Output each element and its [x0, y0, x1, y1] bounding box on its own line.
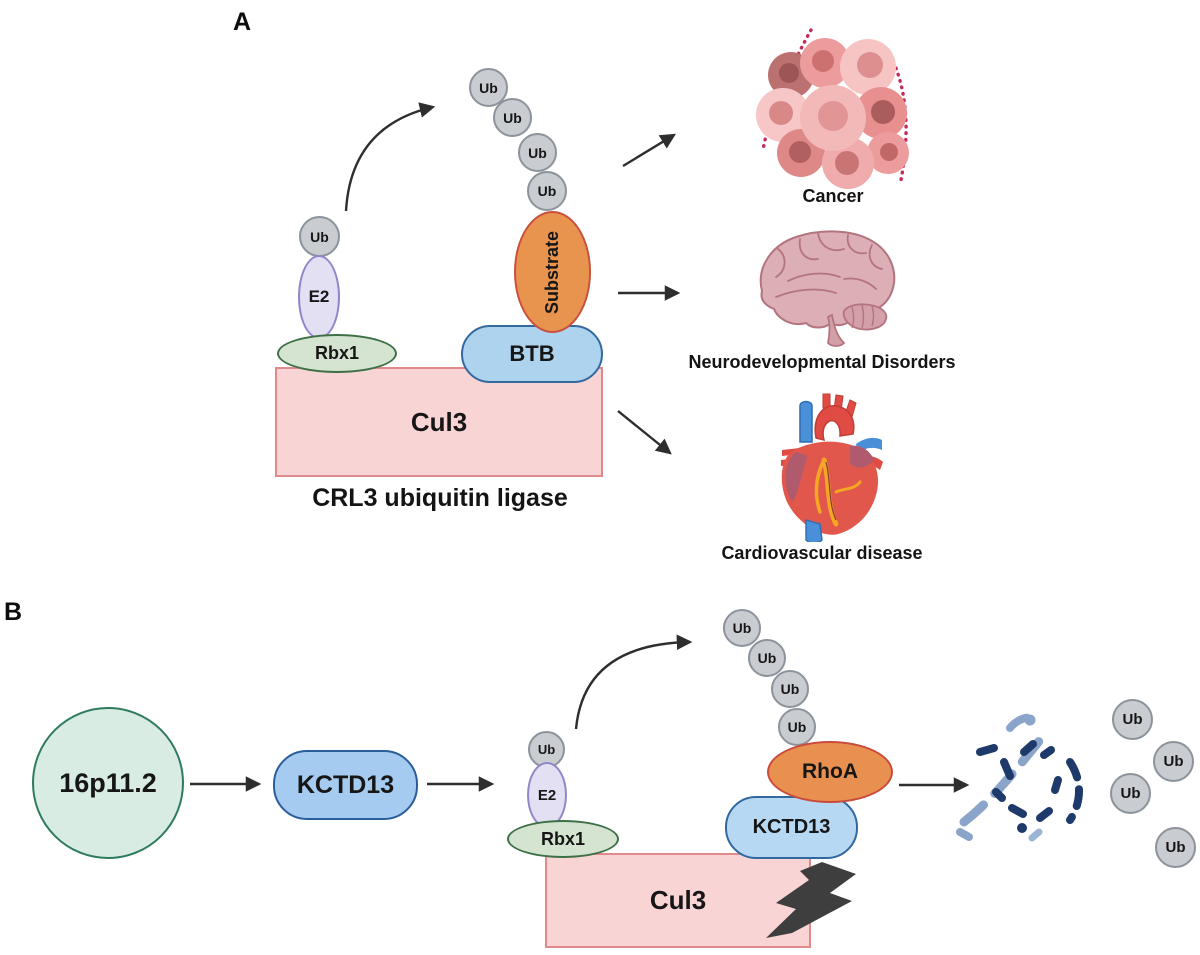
cancer-cells-illustration: [756, 28, 909, 189]
panel-b-label: B: [4, 598, 23, 626]
e2-enzyme-a: E2: [298, 255, 340, 339]
substrate-ellipse: Substrate: [514, 211, 591, 333]
cul3-box: Cul3: [275, 367, 603, 477]
lightning-bolt-icon: [766, 862, 856, 938]
crl3-complex-caption: CRL3 ubiquitin ligase: [312, 484, 568, 512]
cardiovascular-disease-label: Cardiovascular disease: [721, 543, 923, 563]
arrow-e2-to-ub-chain-b: [574, 634, 693, 730]
ub-on-e2-a: Ub: [299, 216, 340, 257]
free-ub-3: Ub: [1110, 773, 1151, 814]
arrow-to-heart: [617, 410, 672, 455]
ub-chain-b-3: Ub: [771, 670, 809, 708]
btb-adaptor: BTB: [461, 325, 603, 383]
cul3-box-b: Cul3: [545, 853, 811, 948]
cancer-label: Cancer: [802, 186, 864, 206]
arrow-e2-to-ub-chain-a: [344, 102, 436, 212]
heart-illustration: [781, 393, 883, 542]
kctd13-adaptor: KCTD13: [725, 796, 858, 859]
neurodevelopmental-disorders-label: Neurodevelopmental Disorders: [688, 352, 956, 372]
ub-chain-b-4: Ub: [778, 708, 816, 746]
arrow-to-cancer: [622, 133, 676, 168]
rbx1-a: Rbx1: [277, 334, 397, 373]
free-ub-1: Ub: [1112, 699, 1153, 740]
kctd13-standalone: KCTD13: [273, 750, 418, 820]
locus-16p11-2: 16p11.2: [32, 707, 184, 859]
degraded-protein-fragments: [956, 713, 1083, 842]
ub-chain-a-2: Ub: [493, 98, 532, 137]
brain-illustration: [759, 230, 896, 347]
ub-chain-b-1: Ub: [723, 609, 761, 647]
panel-a-label: A: [233, 8, 252, 36]
ub-chain-a-3: Ub: [518, 133, 557, 172]
rbx1-b: Rbx1: [507, 820, 619, 858]
free-ub-4: Ub: [1155, 827, 1196, 868]
e2-enzyme-b: E2: [527, 762, 567, 828]
ub-chain-b-2: Ub: [748, 639, 786, 677]
rhoa-substrate: RhoA: [767, 741, 893, 803]
substrate-label: Substrate: [542, 230, 562, 314]
free-ub-2: Ub: [1153, 741, 1194, 782]
ub-chain-a-4: Ub: [527, 171, 567, 211]
